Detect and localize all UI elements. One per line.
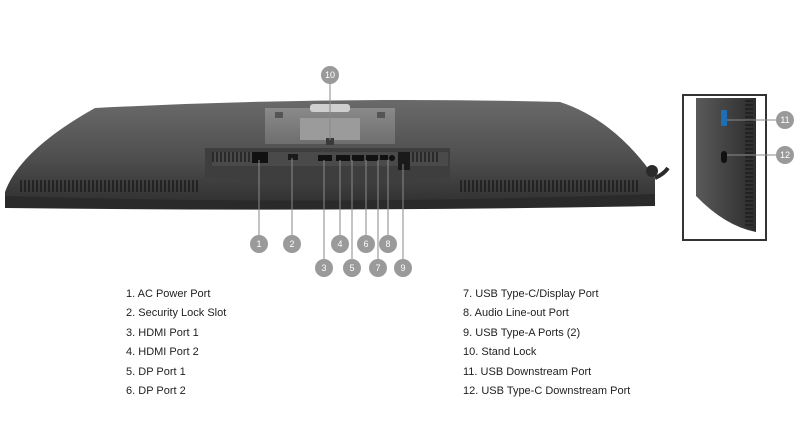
callout-number: 8 <box>385 239 390 249</box>
callout-number: 3 <box>321 263 326 273</box>
legend-item-number: 6. <box>126 384 136 397</box>
legend-item-5: 5. DP Port 1 <box>126 363 226 382</box>
callout-circle <box>250 235 268 253</box>
legend-item-label: DP Port 2 <box>135 384 186 397</box>
legend-item-number: 3. <box>126 326 136 339</box>
legend-item-12: 12. USB Type-C Downstream Port <box>463 382 630 401</box>
legend-item-number: 5. <box>126 365 136 378</box>
legend-item-label: DP Port 1 <box>135 365 186 378</box>
legend-item-label: HDMI Port 1 <box>135 326 199 339</box>
legend-item-number: 1. <box>126 288 136 300</box>
legend-item-3: 3. HDMI Port 1 <box>126 324 226 343</box>
callout-number: 7 <box>375 263 380 273</box>
callout-circle <box>369 259 387 277</box>
legend-item-number: 11. <box>463 365 478 378</box>
callout-2: 2 <box>283 235 301 253</box>
callout-circle <box>331 235 349 253</box>
callout-circle <box>343 259 361 277</box>
callout-number: 12 <box>780 150 790 160</box>
legend-item-number: 8. <box>463 307 473 320</box>
legend-item-label: AC Power Port <box>135 288 211 300</box>
callout-circle <box>776 111 794 129</box>
legend-item-label: Security Lock Slot <box>135 307 227 320</box>
callout-number: 9 <box>400 263 405 273</box>
callout-circle <box>394 259 412 277</box>
legend-item-number: 10. <box>463 346 479 359</box>
callout-number: 11 <box>780 115 789 125</box>
callout-12: 12 <box>776 146 794 164</box>
vesa-mount <box>265 104 395 145</box>
callout-1: 1 <box>250 235 268 253</box>
callout-number: 5 <box>349 263 354 273</box>
callout-9: 9 <box>394 259 412 277</box>
callout-8: 8 <box>379 235 397 253</box>
callout-5: 5 <box>343 259 361 277</box>
legend-item-number: 12. <box>463 384 479 397</box>
legend-item-10: 10. Stand Lock <box>463 343 630 362</box>
callout-number: 6 <box>363 239 368 249</box>
legend-item-7: 7. USB Type-C/Display Port <box>463 285 630 304</box>
callout-10: 10 <box>321 66 339 84</box>
callout-6: 6 <box>357 235 375 253</box>
callout-circle <box>379 235 397 253</box>
port-bay <box>205 148 450 182</box>
legend-item-label: Stand Lock <box>478 346 537 359</box>
callout-7: 7 <box>369 259 387 277</box>
legend-item-number: 9. <box>463 326 473 339</box>
legend-item-11: 11. USB Downstream Port <box>463 363 630 382</box>
callout-number: 2 <box>289 239 294 249</box>
legend-item-label: USB Type-C Downstream Port <box>478 384 631 397</box>
legend-item-number: 7. <box>463 288 473 300</box>
legend-item-number: 2. <box>126 307 136 320</box>
legend-item-label: Audio Line-out Port <box>472 307 569 320</box>
callout-circle <box>776 146 794 164</box>
callout-circle <box>315 259 333 277</box>
legend-item-label: HDMI Port 2 <box>135 346 199 359</box>
callout-circle <box>357 235 375 253</box>
legend-item-6: 6. DP Port 2 <box>126 382 226 401</box>
legend-item-label: USB Type-C/Display Port <box>472 288 599 300</box>
callout-4: 4 <box>331 235 349 253</box>
legend-item-2: 2. Security Lock Slot <box>126 304 226 323</box>
legend-item-9: 9. USB Type-A Ports (2) <box>463 324 630 343</box>
side-inset <box>646 94 767 241</box>
callout-3: 3 <box>315 259 333 277</box>
callout-11: 11 <box>776 111 794 129</box>
callout-number: 1 <box>256 239 261 249</box>
legend-item-1: 1. AC Power Port <box>126 285 226 304</box>
legend-item-number: 4. <box>126 346 136 359</box>
legend-item-8: 8. Audio Line-out Port <box>463 304 630 323</box>
callout-number: 10 <box>325 70 335 80</box>
callout-circle <box>321 66 339 84</box>
leader-lines <box>258 84 776 259</box>
legend-item-label: USB Downstream Port <box>477 365 592 378</box>
callout-number: 4 <box>337 239 342 249</box>
legend-item-label: USB Type-A Ports (2) <box>472 326 581 339</box>
callout-circle <box>283 235 301 253</box>
legend-item-4: 4. HDMI Port 2 <box>126 343 226 362</box>
